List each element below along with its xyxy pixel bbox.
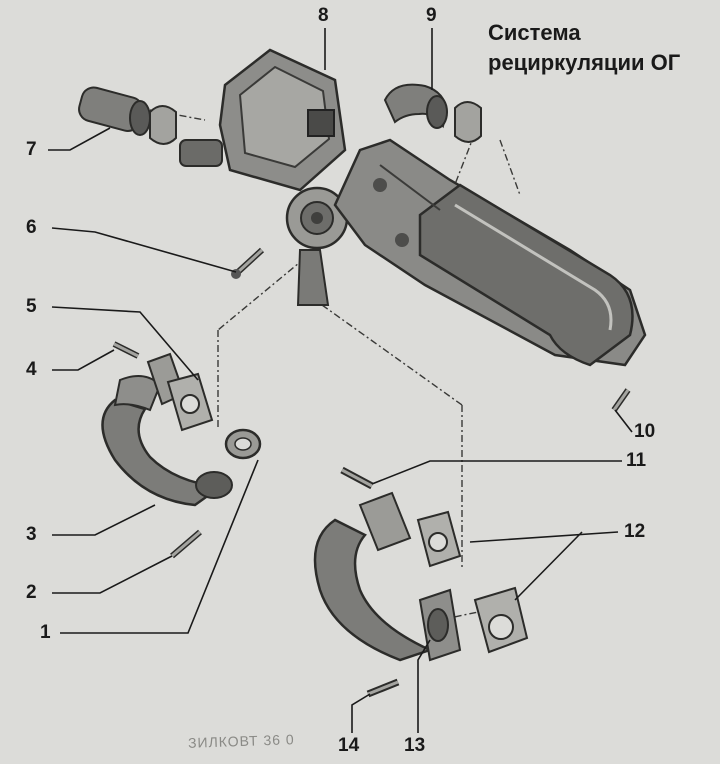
leader-11 — [371, 460, 622, 485]
callout-3: 3 — [26, 524, 37, 545]
callout-5: 5 — [26, 296, 37, 317]
leader-10 — [614, 409, 633, 433]
callout-9: 9 — [426, 5, 437, 26]
leader-4 — [52, 349, 115, 371]
part-13-right-pipe — [313, 491, 462, 662]
part-11-bolt — [340, 466, 374, 490]
callout-12: 12 — [624, 521, 646, 542]
callout-13: 13 — [404, 735, 426, 756]
align-line-7 — [149, 109, 206, 121]
align-line-right — [321, 304, 463, 406]
leader-3 — [52, 504, 156, 536]
callout-4: 4 — [26, 359, 37, 380]
leader-6 — [51, 227, 237, 273]
callout-6: 6 — [26, 217, 37, 238]
part-10-bolt — [611, 388, 631, 412]
part-14-bolt — [366, 678, 400, 698]
part-12-gaskets — [416, 510, 529, 654]
title-line-1: Система — [488, 20, 581, 45]
part-9-elbow-hose — [383, 83, 482, 143]
callout-7: 7 — [26, 139, 37, 160]
part-2-bolt — [170, 529, 202, 559]
leader-1 — [60, 459, 259, 634]
part-8-egr-valve — [179, 48, 349, 306]
leader-12b — [514, 531, 583, 601]
part-3-left-pipe — [101, 352, 233, 507]
leader-2 — [52, 555, 173, 594]
callout-10: 10 — [634, 421, 656, 442]
leader-5 — [51, 306, 199, 381]
callout-8: 8 — [318, 5, 329, 26]
part-5-gasket — [166, 372, 214, 432]
callout-1: 1 — [40, 622, 51, 643]
align-line-9b — [499, 139, 521, 196]
leader-13 — [417, 639, 431, 733]
part-7-hose — [78, 86, 177, 145]
align-line-left — [217, 257, 306, 331]
leader-7 — [48, 127, 111, 151]
diagram-title: Система рециркуляции ОГ — [488, 18, 680, 78]
egr-cooler-body — [333, 138, 647, 367]
alignment-lines — [149, 109, 521, 621]
part-6-bolt — [231, 247, 265, 279]
title-line-2: рециркуляции ОГ — [488, 50, 681, 75]
callout-14: 14 — [338, 735, 360, 756]
leader-lines — [48, 28, 633, 733]
callout-2: 2 — [26, 582, 37, 603]
part-1-seal-ring — [224, 428, 262, 460]
leader-14 — [351, 693, 371, 733]
callout-11: 11 — [626, 450, 647, 471]
part-4-bolt — [112, 341, 140, 359]
leader-12a — [469, 531, 619, 543]
